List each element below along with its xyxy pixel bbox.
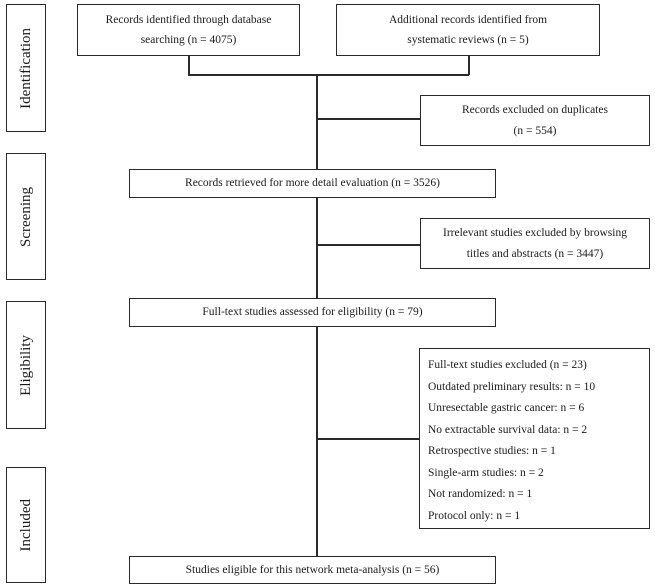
connector-database-down (188, 55, 190, 75)
excluded-line-1: Full-text studies excluded (n = 23) (428, 359, 587, 371)
stage-screening: Screening (6, 153, 46, 280)
excluded-line-7: Not randomized: n = 1 (428, 488, 533, 500)
irrelevant-line-2: titles and abstracts (n = 3447) (466, 247, 604, 260)
box-records-retrieved: Records retrieved for more detail evalua… (129, 169, 496, 198)
fulltext-text: Full-text studies assessed for eligibili… (202, 306, 423, 319)
retrieved-text: Records retrieved for more detail evalua… (185, 177, 440, 190)
box-fulltext-excluded: Full-text studies excluded (n = 23) Outd… (419, 348, 650, 529)
box-additional-records: Additional records identified from syste… (336, 4, 600, 56)
connector-to-excluded (316, 438, 420, 440)
excluded-line-2: Outdated preliminary results: n = 10 (428, 380, 596, 393)
connector-merge-horizontal (188, 74, 469, 76)
stage-eligibility: Eligibility (6, 301, 46, 429)
irrelevant-line-1: Irrelevant studies excluded by browsing (443, 227, 627, 240)
excluded-line-6: Single-arm studies: n = 2 (428, 466, 544, 479)
box-studies-eligible: Studies eligible for this network meta-a… (129, 556, 496, 584)
stage-included: Included (6, 467, 46, 583)
database-line-1: Records identified through database (105, 13, 272, 26)
connector-to-duplicates (316, 118, 420, 120)
stage-eligibility-label: Eligibility (17, 334, 34, 396)
stage-included-label: Included (17, 498, 34, 552)
excluded-line-5: Retrospective studies: n = 1 (428, 445, 556, 457)
connector-to-irrelevant (316, 244, 420, 246)
duplicates-line-1: Records excluded on duplicates (462, 104, 608, 117)
connector-additional-down (468, 55, 470, 75)
additional-line-1: Additional records identified from (388, 13, 548, 26)
stage-screening-label: Screening (17, 186, 34, 247)
stage-identification-label: Identification (17, 27, 34, 109)
box-irrelevant-excluded: Irrelevant studies excluded by browsing … (420, 218, 650, 269)
duplicates-line-2: (n = 554) (513, 124, 557, 137)
excluded-line-4: No extractable survival data: n = 2 (428, 423, 588, 436)
box-database-records: Records identified through database sear… (77, 4, 300, 56)
excluded-line-8: Protocol only: n = 1 (428, 509, 521, 522)
stage-identification: Identification (6, 4, 46, 132)
box-fulltext-assessed: Full-text studies assessed for eligibili… (129, 298, 496, 327)
eligible-text: Studies eligible for this network meta-a… (185, 563, 440, 576)
excluded-line-3: Unresectable gastric cancer: n = 6 (428, 402, 585, 414)
database-line-2: searching (n = 4075) (140, 34, 237, 46)
additional-line-2: systematic reviews (n = 5) (407, 34, 529, 46)
box-excluded-duplicates: Records excluded on duplicates (n = 554) (420, 95, 650, 146)
